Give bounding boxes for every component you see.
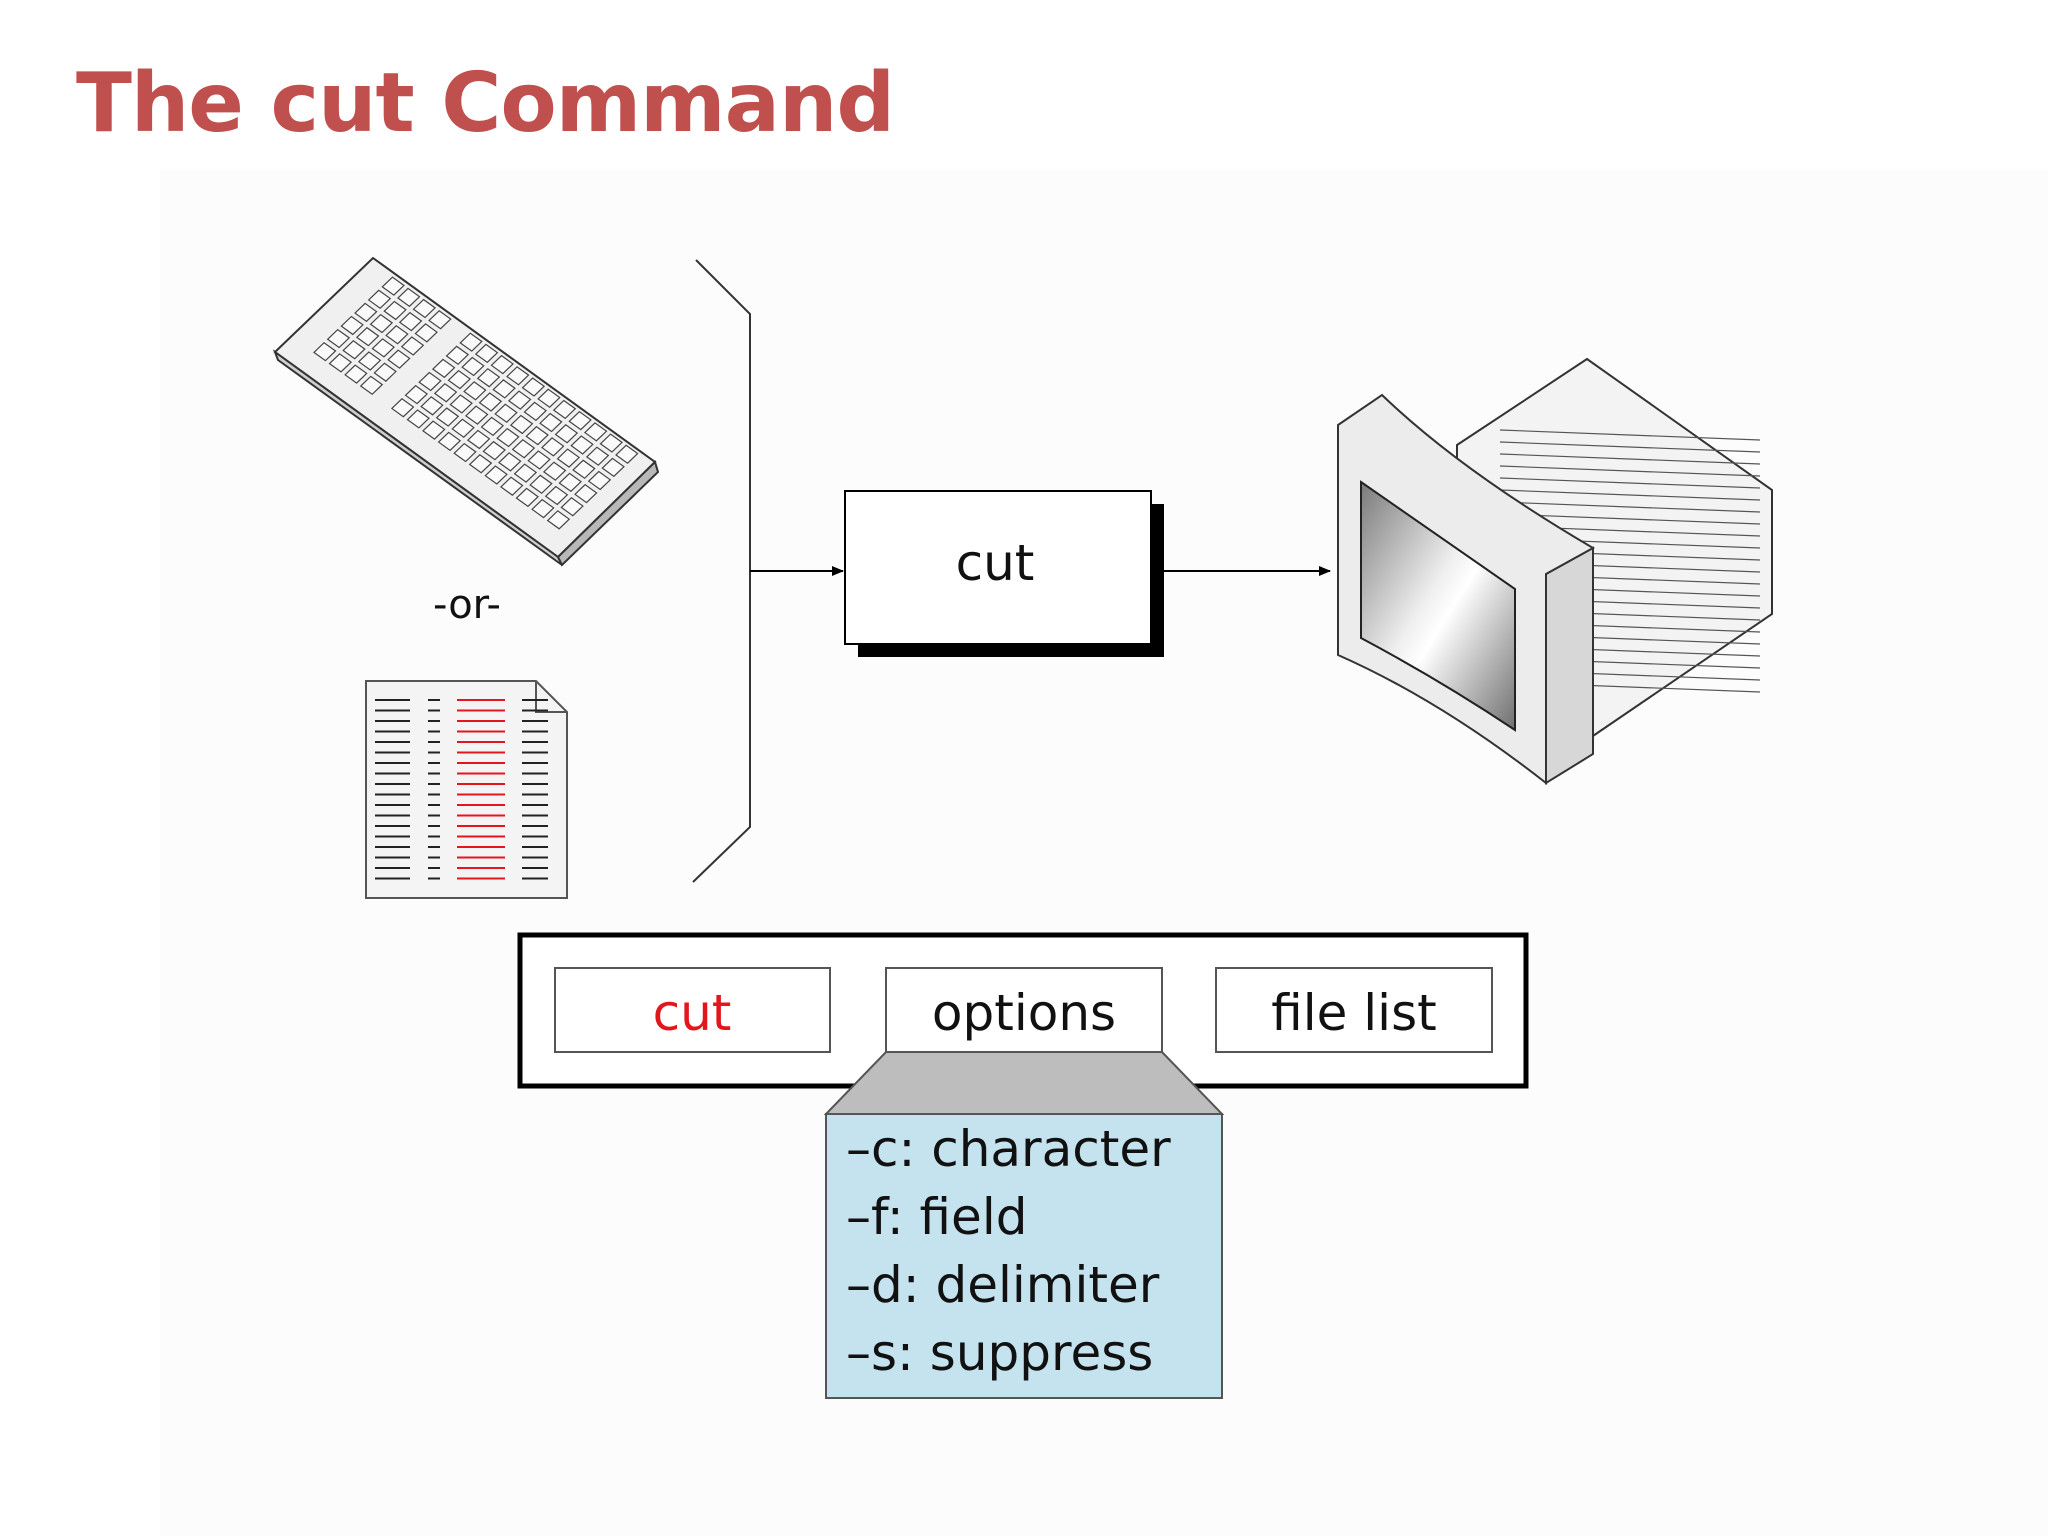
syntax-cut-box bbox=[554, 967, 831, 1053]
option-item-s: –s: suppress bbox=[846, 1324, 1153, 1382]
option-item-d: –d: delimiter bbox=[846, 1256, 1160, 1314]
option-item-c: –c: character bbox=[846, 1120, 1171, 1178]
syntax-options-box bbox=[885, 967, 1163, 1053]
cut-process-label: cut bbox=[956, 534, 1035, 592]
or-label: -or- bbox=[433, 582, 501, 628]
cut-process-box: cut bbox=[844, 490, 1164, 657]
monitor-icon bbox=[1337, 357, 1773, 786]
keyboard-icon bbox=[272, 256, 660, 567]
options-callout: –c: character –f: field –d: delimiter –s… bbox=[823, 1051, 1225, 1399]
syntax-container: cut options file list bbox=[517, 932, 1529, 1089]
option-item-f: –f: field bbox=[846, 1188, 1027, 1246]
syntax-cut-label: cut bbox=[653, 984, 732, 1042]
input-bracket bbox=[692, 259, 751, 883]
syntax-options-label: options bbox=[932, 984, 1116, 1042]
slide-title: The cut Command bbox=[76, 56, 895, 151]
syntax-file-list-label: file list bbox=[1271, 984, 1436, 1042]
document-icon bbox=[365, 680, 568, 899]
syntax-file-list-box bbox=[1215, 967, 1493, 1053]
